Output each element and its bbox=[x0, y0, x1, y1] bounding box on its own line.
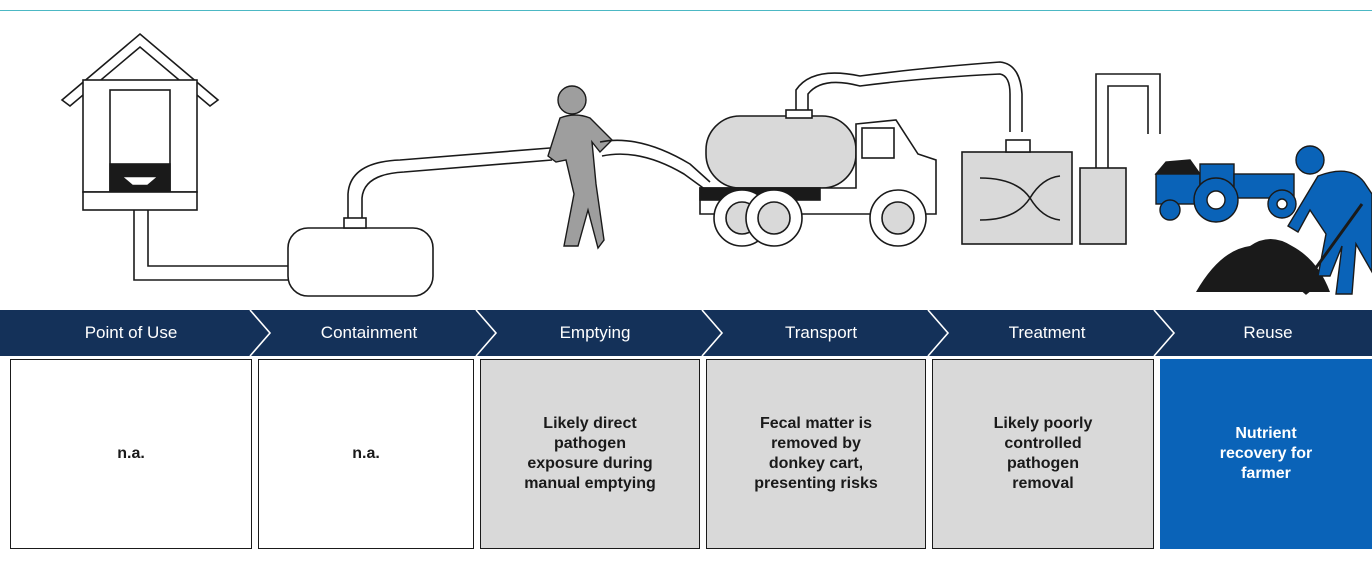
stage-card-text: n.a. bbox=[117, 445, 145, 462]
tractor-icon bbox=[1154, 159, 1297, 223]
stage-label-containment: Containment bbox=[320, 323, 418, 342]
stage-card-treatment: Likely poorly controlled pathogen remova… bbox=[932, 359, 1154, 549]
chain-arrow bbox=[701, 310, 724, 356]
farmer-icon bbox=[1287, 145, 1372, 295]
stage-card-text: Likely poorly controlled pathogen remova… bbox=[993, 415, 1093, 492]
stage-label-treatment: Treatment bbox=[1008, 323, 1086, 342]
stage-card-containment: n.a. bbox=[258, 359, 474, 549]
stage-card-emptying: Likely direct pathogen exposure during m… bbox=[480, 359, 700, 549]
stage-label-reuse: Reuse bbox=[1243, 323, 1293, 342]
stage-label-emptying: Emptying bbox=[559, 323, 631, 342]
stage-card-text: Fecal matter is removed by donkey cart, … bbox=[754, 415, 878, 492]
stage-label-point-of-use: Point of Use bbox=[84, 323, 178, 342]
chain-arrow bbox=[249, 310, 272, 356]
top-rule bbox=[0, 10, 1372, 11]
stage-card-point-of-use: n.a. bbox=[10, 359, 252, 549]
stage-card-transport: Fecal matter is removed by donkey cart, … bbox=[706, 359, 926, 549]
chain-bar bbox=[0, 310, 1372, 356]
stage-card-text: Likely direct pathogen exposure during m… bbox=[524, 415, 656, 492]
vacuum-truck-icon bbox=[699, 61, 1023, 247]
stage-card-reuse: Nutrient recovery for farmer bbox=[1160, 359, 1372, 549]
stage-card-text: n.a. bbox=[352, 445, 380, 462]
worker-icon bbox=[547, 85, 613, 250]
treatment-plant-icon bbox=[961, 73, 1161, 245]
stage-card-text: Nutrient recovery for farmer bbox=[1219, 425, 1313, 482]
stage-label-transport: Transport bbox=[784, 323, 858, 342]
chain-arrow bbox=[927, 310, 950, 356]
sanitation-illustration bbox=[60, 32, 1372, 297]
storage-tank-icon bbox=[287, 147, 553, 297]
chain-arrow bbox=[475, 310, 498, 356]
chain-arrow bbox=[1153, 310, 1176, 356]
latrine-icon bbox=[60, 32, 300, 281]
